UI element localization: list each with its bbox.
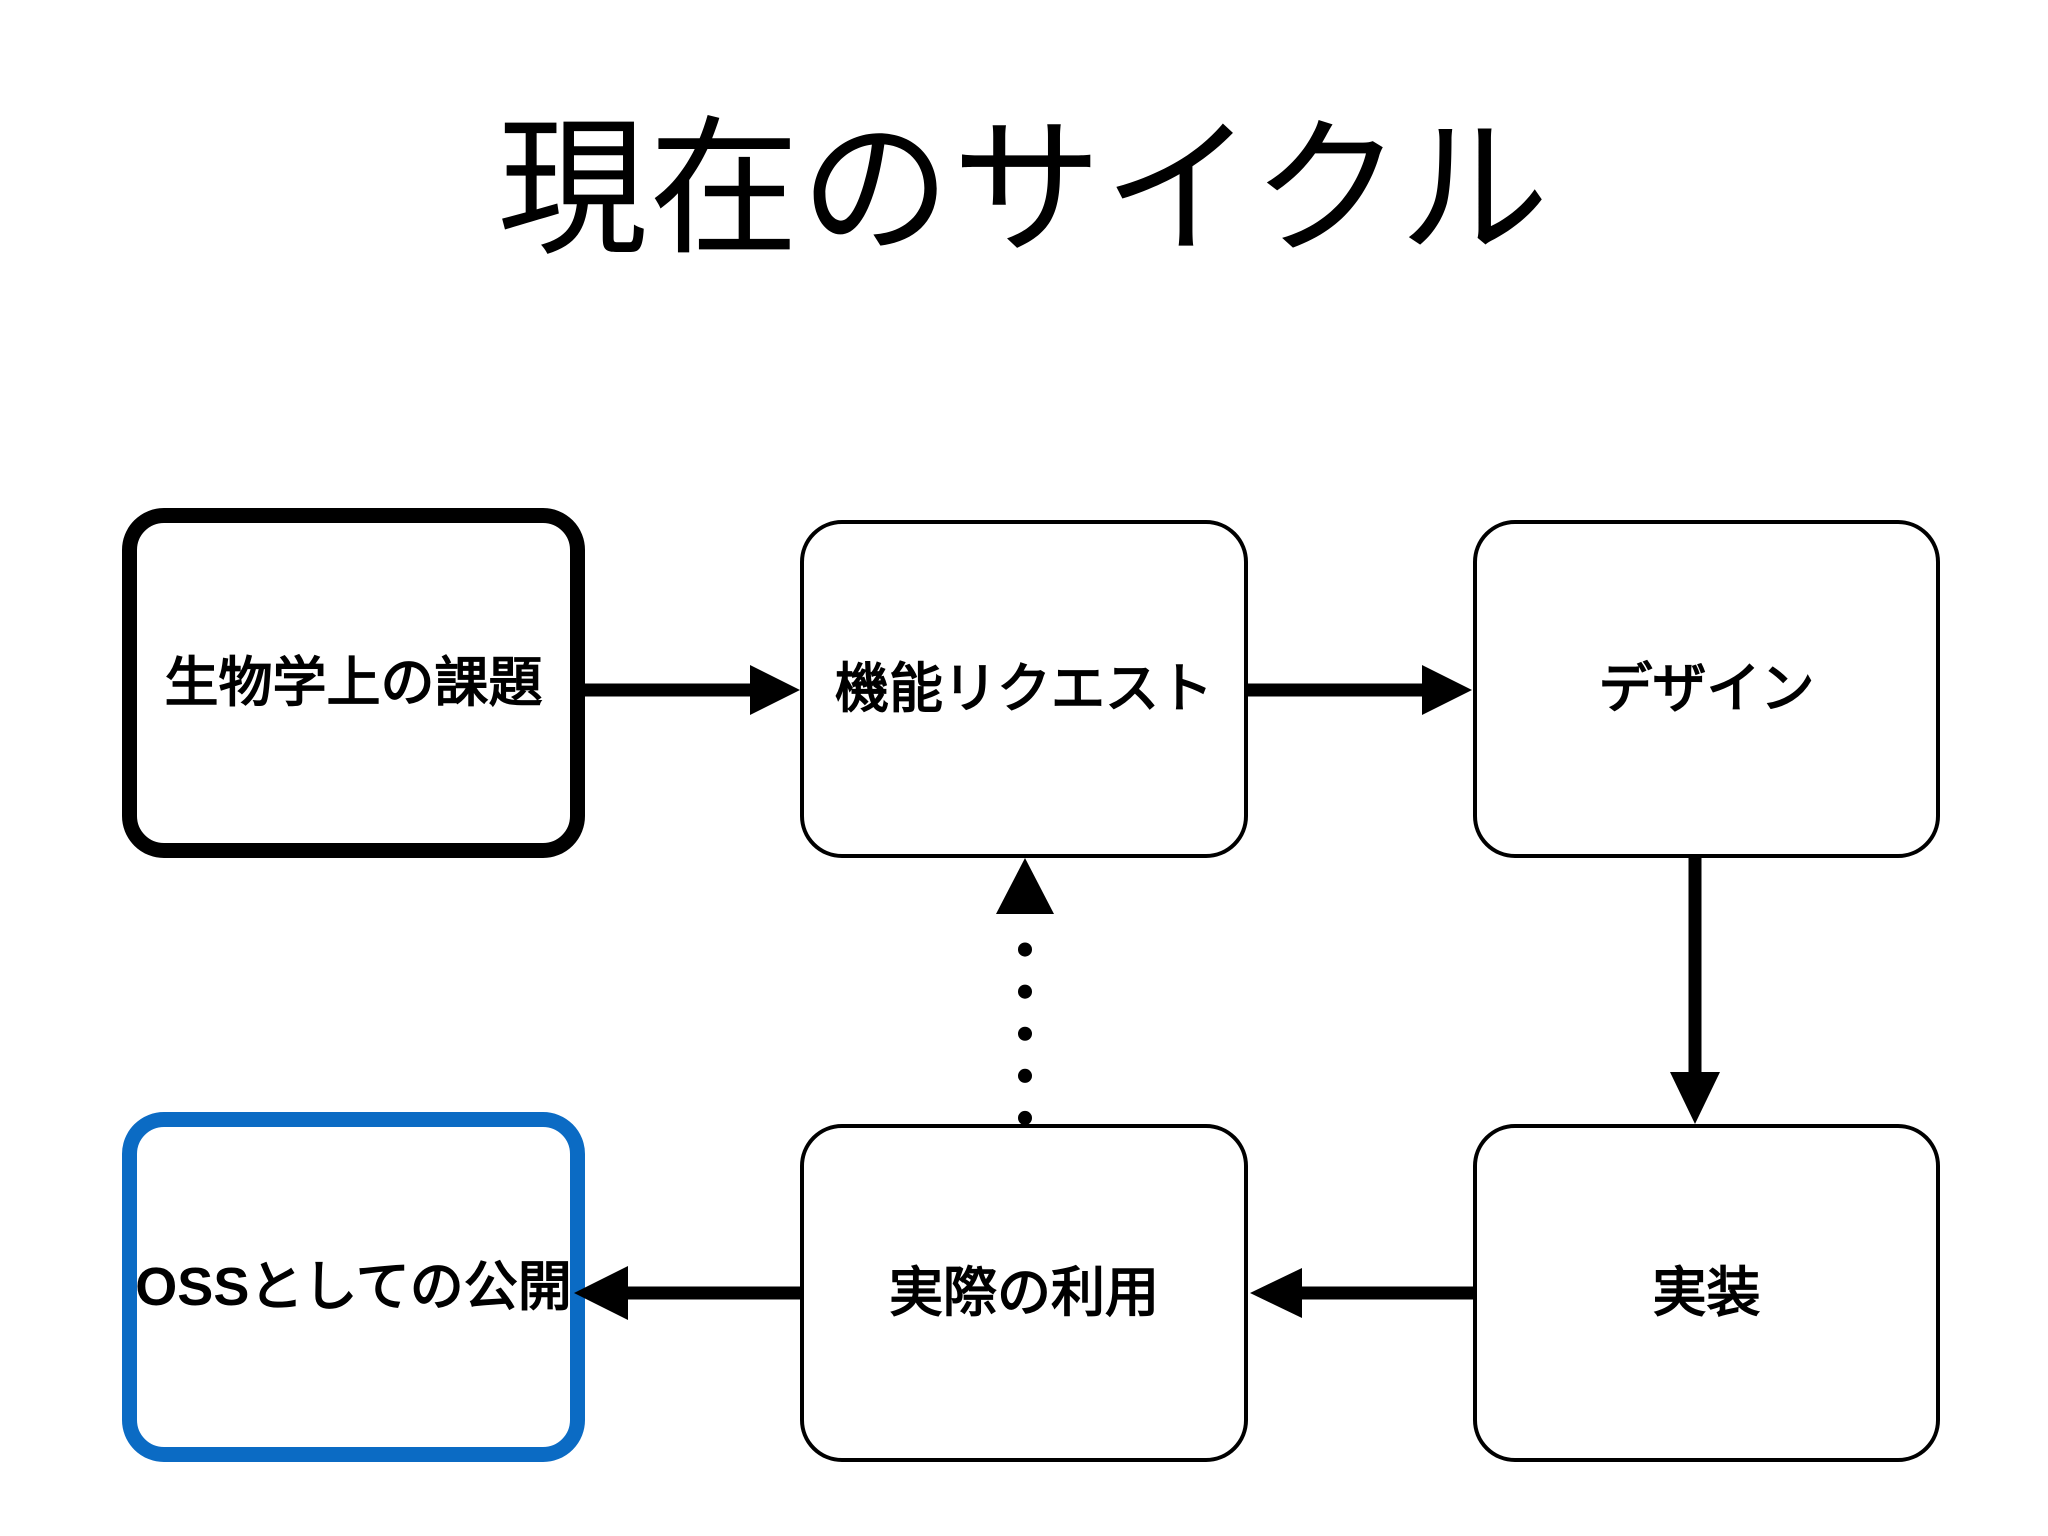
page-title: 現在のサイクル (497, 105, 1551, 273)
diagram-edge-request-to-design-arrow (1248, 655, 1476, 725)
diagram-node-problem[interactable]: 生物学上の課題 (122, 508, 585, 858)
diagram-node-oss[interactable]: OSSとしての公開 (122, 1112, 585, 1462)
diagram-edge-design-to-impl-arrow (1660, 856, 1730, 1128)
diagram-node-impl-label: 実装 (1652, 1262, 1761, 1323)
diagram-edge-usage-to-request-dotted-arrow (990, 856, 1060, 1128)
diagram-node-oss-label: OSSとしての公開 (135, 1256, 572, 1317)
diagram-node-request-label: 機能リクエスト (835, 658, 1213, 719)
diagram-node-request[interactable]: 機能リクエスト (800, 520, 1248, 858)
diagram-node-design-label: デザイン (1598, 658, 1815, 719)
diagram-edge-impl-to-usage-arrow (1246, 1258, 1476, 1328)
diagram-edge-problem-to-request-arrow (584, 655, 804, 725)
diagram-node-usage-label: 実際の利用 (889, 1262, 1159, 1323)
diagram-edge-usage-to-oss-arrow (570, 1258, 804, 1328)
diagram-node-problem-label: 生物学上の課題 (164, 652, 543, 713)
diagram-node-usage[interactable]: 実際の利用 (800, 1124, 1248, 1462)
diagram-node-impl[interactable]: 実装 (1473, 1124, 1940, 1462)
diagram-node-design[interactable]: デザイン (1473, 520, 1940, 858)
